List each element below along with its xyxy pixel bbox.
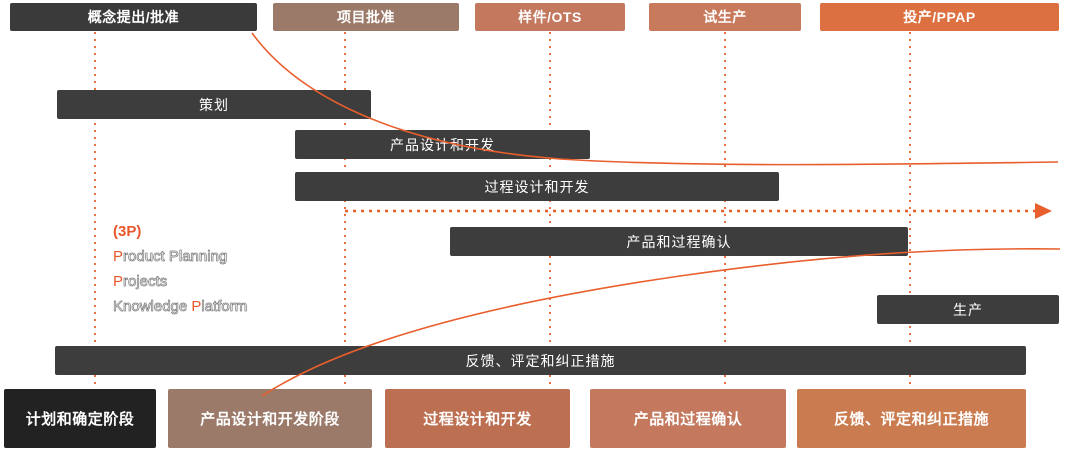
legend-text-segment: rojects <box>123 273 168 291</box>
phase-process-design: 过程设计和开发 <box>385 389 570 448</box>
bar-product-design: 产品设计和开发 <box>295 130 590 159</box>
phase-feedback: 反馈、评定和纠正措施 <box>797 389 1026 448</box>
bar-label: 策划 <box>199 96 229 113</box>
bar-production: 生产 <box>877 295 1059 324</box>
legend-title: (3P) <box>113 223 142 240</box>
milestone-ots: 样件/OTS <box>475 3 625 31</box>
phase-validation: 产品和过程确认 <box>590 389 786 448</box>
phase-product-design: 产品设计和开发阶段 <box>168 389 372 448</box>
phase-label: 过程设计和开发 <box>423 411 532 428</box>
legend-line-projects: Projects <box>113 269 247 294</box>
milestone-label: 项目批准 <box>337 9 395 25</box>
bar-process-design: 过程设计和开发 <box>295 172 779 201</box>
bar-planning: 策划 <box>57 90 371 119</box>
phase-label: 产品和过程确认 <box>633 411 743 428</box>
bar-feedback: 反馈、评定和纠正措施 <box>55 346 1026 375</box>
bar-label: 生产 <box>953 301 983 318</box>
legend-highlight-letter: P <box>113 273 124 290</box>
phase-label: 产品设计和开发阶段 <box>200 411 340 428</box>
legend-text-segment: latform <box>201 298 248 316</box>
phase-planning: 计划和确定阶段 <box>4 389 156 448</box>
arrow-head-icon <box>1035 203 1052 219</box>
phase-label: 计划和确定阶段 <box>25 411 135 428</box>
bar-label: 反馈、评定和纠正措施 <box>465 352 616 369</box>
legend-line-product-planning: Product Planning <box>113 244 247 269</box>
milestone-label: 概念提出/批准 <box>87 9 180 25</box>
milestone-concept-approval: 概念提出/批准 <box>10 3 257 31</box>
milestone-label: 样件/OTS <box>518 9 582 25</box>
bar-validation: 产品和过程确认 <box>450 227 908 256</box>
legend-3p: (3P) Product Planning Projects Knowledge… <box>113 219 248 319</box>
bar-label: 过程设计和开发 <box>484 178 590 195</box>
legend-text-segment: Knowledge <box>113 298 192 316</box>
bar-label: 产品设计和开发 <box>390 136 495 153</box>
legend-text-segment: roduct Planning <box>123 248 228 266</box>
milestone-project-approval: 项目批准 <box>273 3 459 31</box>
phase-label: 反馈、评定和纠正措施 <box>833 411 989 428</box>
legend-highlight-letter: P <box>191 298 202 315</box>
milestone-label: 投产/PPAP <box>903 9 976 25</box>
legend-highlight-letter: P <box>113 248 124 265</box>
legend-line-knowledge-platform: Knowledge Platform <box>113 294 248 319</box>
milestone-ppap: 投产/PPAP <box>820 3 1059 31</box>
milestone-label: 试生产 <box>703 9 747 25</box>
bar-label: 产品和过程确认 <box>626 233 732 250</box>
milestone-trial-production: 试生产 <box>649 3 801 31</box>
